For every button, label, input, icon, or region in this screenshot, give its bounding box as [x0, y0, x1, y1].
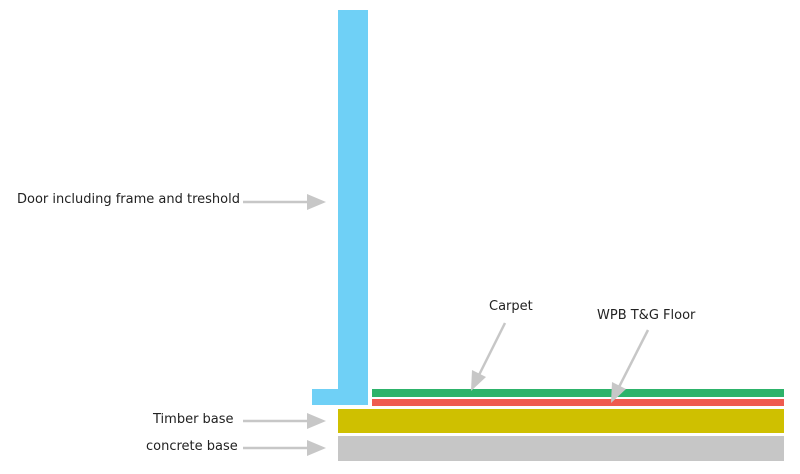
concrete-arrow	[243, 440, 326, 456]
carpet-arrow	[471, 322, 507, 391]
timber-base-label: Timber base	[153, 412, 234, 427]
door-label: Door including frame and treshold	[17, 192, 240, 207]
timber-base-layer	[338, 409, 784, 433]
door-shape	[312, 10, 368, 405]
timber-arrow	[243, 413, 326, 429]
floor-label: WPB T&G Floor	[597, 308, 696, 323]
carpet-layer	[372, 389, 784, 397]
concrete-base-label: concrete base	[146, 439, 238, 454]
carpet-label: Carpet	[489, 299, 533, 314]
door-arrow	[243, 194, 326, 210]
floor-arrow	[611, 329, 650, 403]
concrete-base-layer	[338, 436, 784, 461]
floor-layer	[372, 399, 784, 406]
